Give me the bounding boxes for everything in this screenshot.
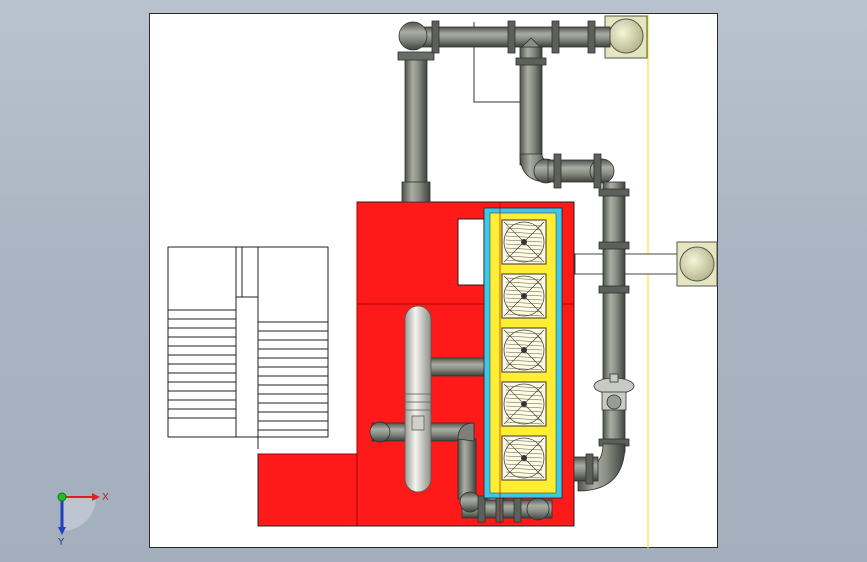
staircase bbox=[167, 246, 329, 449]
fan-frame bbox=[483, 207, 563, 499]
y-axis-label: Y bbox=[57, 537, 65, 548]
cooling-fan bbox=[501, 219, 547, 265]
valve bbox=[593, 373, 635, 411]
equipment-top-view-drawing bbox=[167, 14, 718, 549]
vertical-tank bbox=[404, 305, 432, 493]
cad-viewport[interactable] bbox=[149, 13, 718, 549]
cooling-fan bbox=[501, 381, 547, 427]
coordinate-triad: X Y bbox=[57, 492, 109, 548]
cooling-fan bbox=[501, 273, 547, 319]
cooling-fan bbox=[501, 327, 547, 373]
origin-dot bbox=[57, 492, 67, 502]
right-air-duct bbox=[574, 241, 718, 287]
top-air-duct bbox=[604, 15, 648, 59]
cooling-fan bbox=[501, 435, 547, 481]
x-axis-label: X bbox=[102, 492, 109, 503]
